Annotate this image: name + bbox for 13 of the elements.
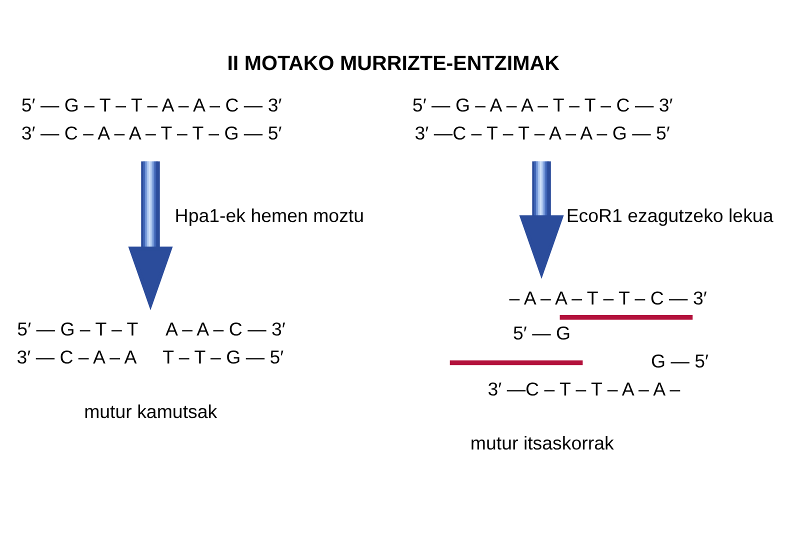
node-text: 5′ — G – A – A – T – T – C — 3′ 3′ —C – T – T – A – A – G — 5′ xyxy=(412,94,673,144)
edge-label: Hpa1-ek hemen moztu xyxy=(174,204,364,226)
node-label: G — 5′ xyxy=(651,350,709,371)
node-label: 3′ —C – T – T – A – A – xyxy=(488,378,680,399)
arrow xyxy=(519,160,564,278)
diagram-title: II MOTAKO MURRIZTE-ENTZIMAK xyxy=(227,52,560,75)
node-label: mutur itsaskorrak xyxy=(470,432,614,454)
node-text: 5′ — G – T – T A – A – C — 3′ 3′ — C – A – A T – T – G — 5′ xyxy=(16,318,286,368)
arrow xyxy=(128,160,173,310)
node-label: – A – A – T – T – C — 3′ xyxy=(509,287,707,308)
node-text: 5′ — G – T – T – A – A – C — 3′ 3′ — C – A – A – T – T – G — 5′ xyxy=(21,94,282,144)
node-label: mutur kamutsak xyxy=(84,400,218,422)
edge-label: EcoR1 ezagutzeko lekua xyxy=(566,204,774,226)
